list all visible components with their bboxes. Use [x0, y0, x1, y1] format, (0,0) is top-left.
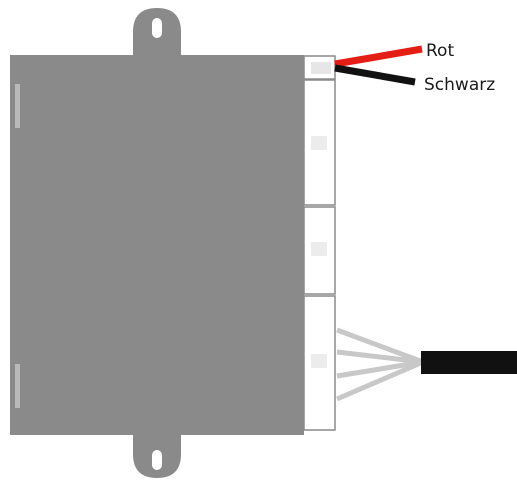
top-mounting-tab — [133, 8, 181, 58]
bottom-mounting-hole — [152, 450, 162, 470]
black-wire-label: Schwarz — [424, 75, 495, 95]
grey-wire-bundle — [336, 327, 424, 402]
top-mounting-hole — [152, 18, 162, 38]
bottom-mounting-tab — [133, 432, 181, 478]
connector-lower — [303, 295, 336, 431]
connector-small — [303, 55, 336, 80]
red-wire-label: Rot — [426, 41, 454, 61]
housing-highlight-top — [15, 84, 20, 128]
connector-middle — [303, 206, 336, 295]
red-wire — [334, 45, 423, 68]
housing-highlight-bottom — [15, 364, 20, 408]
module-housing — [10, 55, 304, 435]
connector-upper — [303, 79, 336, 206]
black-wire — [334, 64, 416, 86]
output-cable — [421, 351, 517, 374]
